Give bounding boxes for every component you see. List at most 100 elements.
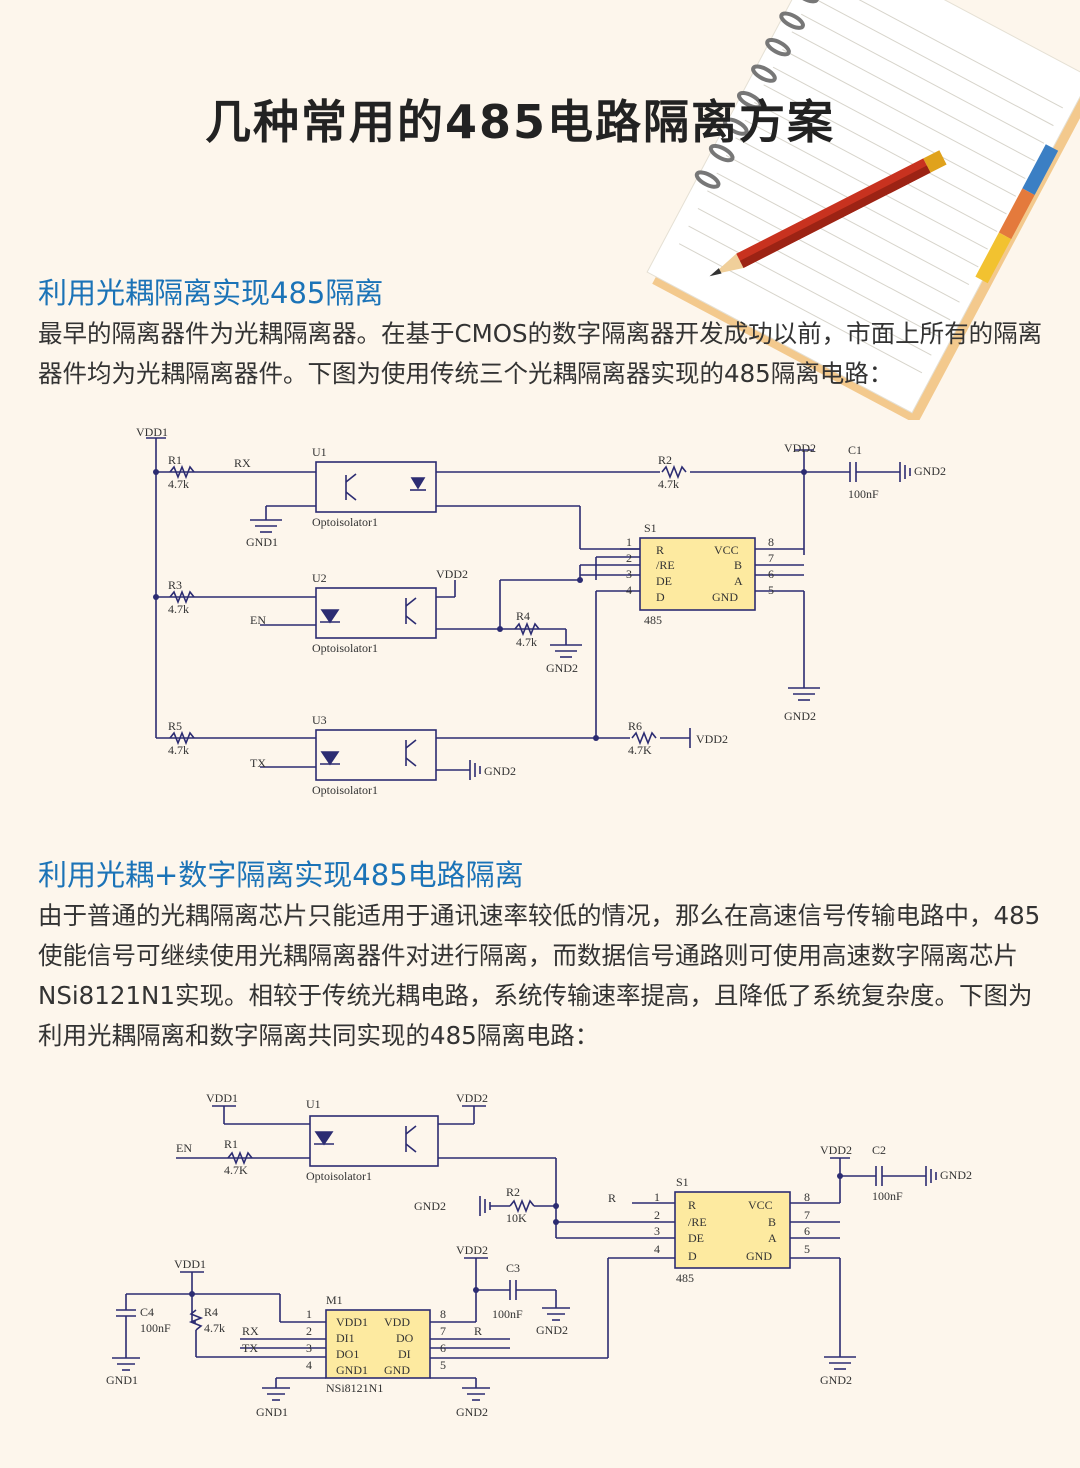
s1-r3-label: R3 [168, 578, 182, 592]
section1-heading: 利用光耦隔离实现485隔离 [38, 276, 384, 310]
s2-chip-pin-a: A [768, 1231, 777, 1245]
s1-r4-label: R4 [516, 609, 530, 623]
s1-u2-part: Optoisolator1 [312, 641, 378, 655]
section2-heading: 利用光耦+数字隔离实现485电路隔离 [38, 858, 524, 892]
s1-c1-value: 100nF [848, 487, 879, 501]
s2-chip-pin-re: /RE [688, 1215, 707, 1229]
s2-m1-pin-vdd: VDD [384, 1315, 410, 1329]
s2-m1-num-2: 2 [306, 1324, 312, 1338]
s1-u2-vdd2-label: VDD2 [436, 567, 468, 581]
s2-u1-label: U1 [306, 1097, 321, 1111]
s1-r4-gnd2-label: GND2 [546, 661, 578, 675]
s1-c1-gnd2-label: GND2 [914, 464, 946, 478]
s2-r1-label: R1 [224, 1137, 238, 1151]
s1-chip-pin-gnd: GND [712, 590, 738, 604]
s2-m1-ref: M1 [326, 1293, 343, 1307]
s2-pin-num-8: 8 [804, 1190, 810, 1204]
s1-pin-num-4: 4 [626, 583, 632, 597]
s1-pin-num-6: 6 [768, 567, 774, 581]
s1-pin-num-8: 8 [768, 535, 774, 549]
s2-m1-vdd2-label: VDD2 [456, 1243, 488, 1257]
s1-u3-gnd2-label: GND2 [484, 764, 516, 778]
s1-u1-label: U1 [312, 445, 327, 459]
s1-r6-value: 4.7K [628, 743, 652, 757]
s2-c2-gnd2-label: GND2 [940, 1168, 972, 1182]
s2-m1-pin-gnd1: GND1 [336, 1363, 368, 1377]
s1-r2-value: 4.7k [658, 477, 679, 491]
s2-m1-gnd2-label: GND2 [456, 1405, 488, 1419]
s2-c3-gnd2-label: GND2 [536, 1323, 568, 1337]
section2-paragraph: 由于普通的光耦隔离芯片只能适用于通讯速率较低的情况，那么在高速信号传输电路中，4… [38, 901, 1041, 1050]
s2-pin-num-6: 6 [804, 1224, 810, 1238]
s1-pin-num-3: 3 [626, 567, 632, 581]
s2-gnd2-label: GND2 [820, 1373, 852, 1387]
s2-m1-part: NSi8121N1 [326, 1381, 383, 1395]
s1-gnd2-label: GND2 [784, 709, 816, 723]
s2-u1-part: Optoisolator1 [306, 1169, 372, 1183]
s1-r3-value: 4.7k [168, 602, 189, 616]
s1-en-label: EN [250, 613, 266, 627]
s2-m1-num-4: 4 [306, 1358, 312, 1372]
s1-chip-pin-b: B [734, 558, 742, 572]
section1-paragraph: 最早的隔离器件为光耦隔离器。在基于CMOS的数字隔离器开发成功以前，市面上所有的… [38, 319, 1043, 388]
s2-pin-num-1: 1 [654, 1190, 660, 1204]
s2-chip-pin-gnd: GND [746, 1249, 772, 1263]
s2-m1-num-5: 5 [440, 1358, 446, 1372]
s1-pin-num-2: 2 [626, 551, 632, 565]
s1-r5-value: 4.7k [168, 743, 189, 757]
s2-pin-num-5: 5 [804, 1242, 810, 1256]
s1-vdd1-label: VDD1 [136, 425, 168, 439]
s1-r2-label: R2 [658, 453, 672, 467]
notebook-pencil-illustration [646, 0, 1080, 420]
s1-pin-num-5: 5 [768, 583, 774, 597]
s2-chip-pin-d: D [688, 1249, 697, 1263]
s2-pin-num-2: 2 [654, 1208, 660, 1222]
s1-tx-label: TX [250, 756, 266, 770]
s1-gnd1-label: GND1 [246, 535, 278, 549]
s2-c2-value: 100nF [872, 1189, 903, 1203]
s2-c3-label: C3 [506, 1261, 520, 1275]
s2-r4-label: R4 [204, 1305, 218, 1319]
s2-vdd1-label: VDD1 [206, 1091, 238, 1105]
s1-chip-pin-a: A [734, 574, 743, 588]
s1-chip-pin-r: R [656, 543, 664, 557]
s2-m1-pin-di: DI [398, 1347, 411, 1361]
s2-m1-pin-vdd1: VDD1 [336, 1315, 368, 1329]
s1-chip-part: 485 [644, 613, 662, 627]
s2-m1-pin-di1: DI1 [336, 1331, 355, 1345]
s1-pin-num-7: 7 [768, 551, 774, 565]
s1-u2-label: U2 [312, 571, 327, 585]
schematic-three-optocoupler: VDD1 R1 4.7k RX U1 Optoisolator1 GND1 R2… [136, 425, 946, 797]
s2-tx-label: TX [242, 1341, 258, 1355]
s1-r6-label: R6 [628, 719, 642, 733]
s2-m1-num-7: 7 [440, 1324, 446, 1338]
s2-chip-pin-b: B [768, 1215, 776, 1229]
s1-u3-part: Optoisolator1 [312, 783, 378, 797]
s1-rx-label: RX [234, 456, 251, 470]
s1-u1-part: Optoisolator1 [312, 515, 378, 529]
s2-en-label: EN [176, 1141, 192, 1155]
s1-r1-value: 4.7k [168, 477, 189, 491]
s2-chip-pin-r: R [688, 1198, 696, 1212]
s2-r2-label: R2 [506, 1185, 520, 1199]
s2-chip-pin-de: DE [688, 1231, 704, 1245]
s1-c1-label: C1 [848, 443, 862, 457]
s2-m1-pin-do1: DO1 [336, 1347, 359, 1361]
s2-m1-pin-do: DO [396, 1331, 414, 1345]
s2-chip-ref: S1 [676, 1175, 689, 1189]
s1-u3-label: U3 [312, 713, 327, 727]
s2-m1-pin-gnd: GND [384, 1363, 410, 1377]
s2-c2-label: C2 [872, 1143, 886, 1157]
s2-left-gnd1-label: GND1 [106, 1373, 138, 1387]
s2-chip-part: 485 [676, 1271, 694, 1285]
s2-vdd2-label: VDD2 [820, 1143, 852, 1157]
s1-vdd2-label: VDD2 [784, 441, 816, 455]
s1-r4-value: 4.7k [516, 635, 537, 649]
s2-r2-value: 10K [506, 1211, 527, 1225]
s1-chip-pin-de: DE [656, 574, 672, 588]
s1-chip-ref: S1 [644, 521, 657, 535]
s2-pin-num-7: 7 [804, 1208, 810, 1222]
s2-m1-num-6: 6 [440, 1341, 446, 1355]
s2-m1-gnd1-label: GND1 [256, 1405, 288, 1419]
s2-left-vdd1-label: VDD1 [174, 1257, 206, 1271]
